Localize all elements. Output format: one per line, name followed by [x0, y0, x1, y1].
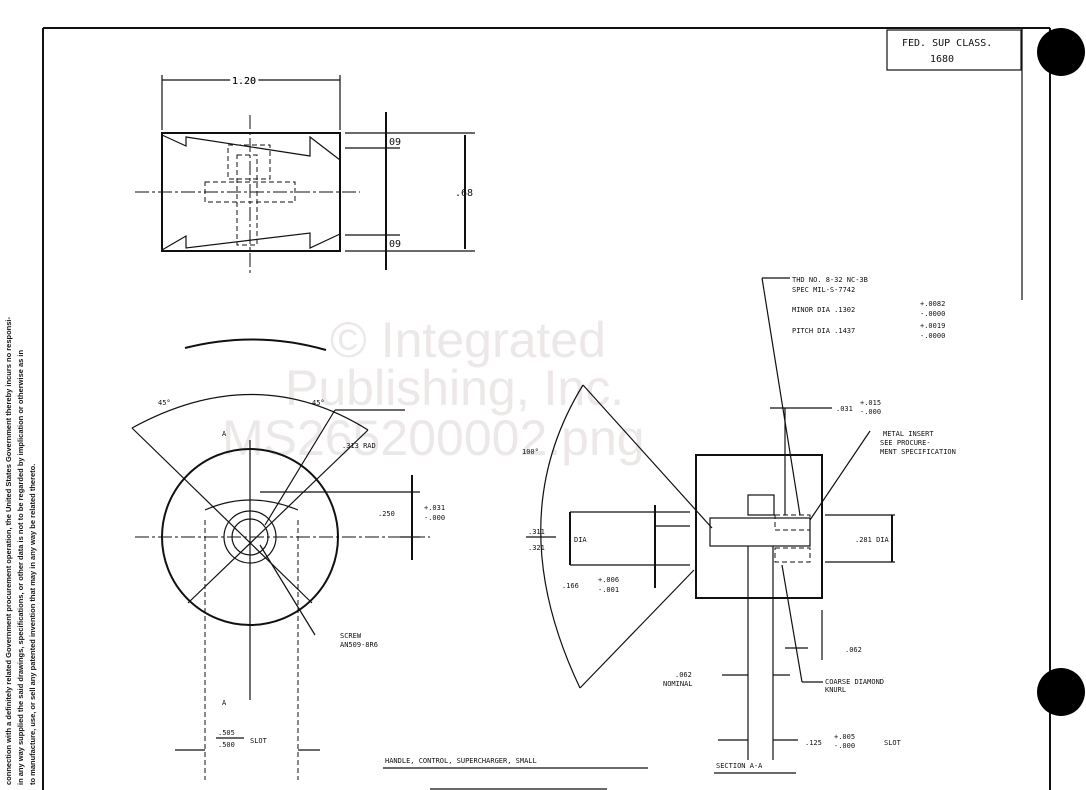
- svg-text:.311: .311: [528, 528, 545, 536]
- svg-text:AN509-8R6: AN509-8R6: [340, 641, 378, 649]
- svg-text:.505: .505: [218, 729, 235, 737]
- svg-text:Publishing, Inc.: Publishing, Inc.: [285, 360, 624, 416]
- svg-text:.166: .166: [562, 582, 579, 590]
- svg-text:.281 DIA: .281 DIA: [855, 536, 890, 544]
- svg-text:FED. SUP CLASS.: FED. SUP CLASS.: [902, 38, 992, 49]
- svg-text:.031: .031: [836, 405, 853, 413]
- svg-text:-.000: -.000: [424, 514, 445, 522]
- end-view: 45° 45° A A .313 RAD .250 +.031 -.000 SC…: [131, 338, 445, 780]
- svg-text:SPEC MIL-S-7742: SPEC MIL-S-7742: [792, 286, 855, 294]
- svg-text:+.005: +.005: [834, 733, 855, 741]
- svg-text:in any way supplied the said d: in any way supplied the said drawings, s…: [16, 349, 25, 785]
- svg-text:-.000: -.000: [834, 742, 855, 750]
- svg-text:MINOR DIA .1302: MINOR DIA .1302: [792, 306, 855, 314]
- svg-text:.313 RAD: .313 RAD: [342, 442, 376, 450]
- svg-text:HANDLE, CONTROL, SUPERCHARGER,: HANDLE, CONTROL, SUPERCHARGER, SMALL: [385, 757, 537, 765]
- svg-text:+.0019: +.0019: [920, 322, 945, 330]
- watermark: © Integrated Publishing, Inc. MS26520000…: [222, 312, 645, 466]
- svg-text:KNURL: KNURL: [825, 686, 846, 694]
- svg-text:45°: 45°: [158, 399, 171, 407]
- svg-text:MS265200002.png: MS265200002.png: [222, 410, 645, 466]
- svg-text:PITCH DIA .1437: PITCH DIA .1437: [792, 327, 855, 335]
- svg-text:.321: .321: [528, 544, 545, 552]
- punch-hole-icon: [1037, 668, 1085, 716]
- svg-text:.09: .09: [383, 137, 401, 148]
- svg-text:© Integrated: © Integrated: [330, 312, 606, 368]
- fed-sup-class-block: FED. SUP CLASS. 1680: [886, 29, 1022, 71]
- drawing-border: [42, 27, 1051, 790]
- svg-text:+.015: +.015: [860, 399, 881, 407]
- svg-text:to manufacture, use, or sell a: to manufacture, use, or sell any patente…: [28, 464, 37, 785]
- svg-text:.062: .062: [675, 671, 692, 679]
- section-view: 100° .311 .321 DIA .166 +.006 -.001 .281…: [522, 276, 956, 774]
- svg-text:1.20: 1.20: [232, 76, 256, 87]
- svg-text:.250: .250: [378, 510, 395, 518]
- svg-text:A: A: [222, 430, 227, 438]
- svg-text:+.031: +.031: [424, 504, 445, 512]
- svg-text:A: A: [222, 699, 227, 707]
- svg-text:1680: 1680: [930, 54, 954, 65]
- svg-text:THD NO. 8-32 NC-3B: THD NO. 8-32 NC-3B: [792, 276, 868, 284]
- svg-text:-.0000: -.0000: [920, 332, 945, 340]
- svg-text:connection with a definitely r: connection with a definitely related Gov…: [4, 316, 13, 785]
- svg-text:SEE PROCURE-: SEE PROCURE-: [880, 439, 931, 447]
- svg-text:45°: 45°: [312, 399, 325, 407]
- svg-text:METAL INSERT: METAL INSERT: [883, 430, 934, 438]
- svg-text:100°: 100°: [522, 448, 539, 456]
- svg-text:SCREW: SCREW: [340, 632, 362, 640]
- svg-text:-.0000: -.0000: [920, 310, 945, 318]
- top-view: 1.20 1.20 .09 .68 .09: [135, 73, 475, 275]
- svg-text:MENT SPECIFICATION: MENT SPECIFICATION: [880, 448, 956, 456]
- svg-text:SLOT: SLOT: [250, 737, 268, 745]
- punch-hole-icon: [1037, 28, 1085, 76]
- svg-text:NOMINAL: NOMINAL: [663, 680, 693, 688]
- svg-text:1.20: 1.20: [232, 76, 256, 87]
- drawing-title: HANDLE, CONTROL, SUPERCHARGER, SMALL: [383, 757, 648, 790]
- svg-text:DIA: DIA: [574, 536, 587, 544]
- svg-text:.09: .09: [383, 239, 401, 250]
- svg-text:.062: .062: [845, 646, 862, 654]
- svg-text:.125: .125: [805, 739, 822, 747]
- svg-text:SECTION A-A: SECTION A-A: [716, 762, 763, 770]
- svg-text:-.000: -.000: [860, 408, 881, 416]
- svg-text:+.006: +.006: [598, 576, 619, 584]
- svg-text:+.0082: +.0082: [920, 300, 945, 308]
- svg-text:-.001: -.001: [598, 586, 619, 594]
- svg-text:.500: .500: [218, 741, 235, 749]
- svg-text:COARSE DIAMOND: COARSE DIAMOND: [825, 678, 884, 686]
- svg-text:.68: .68: [455, 188, 473, 199]
- svg-text:SLOT: SLOT: [884, 739, 902, 747]
- margin-legal-note: connection with a definitely related Gov…: [4, 316, 37, 785]
